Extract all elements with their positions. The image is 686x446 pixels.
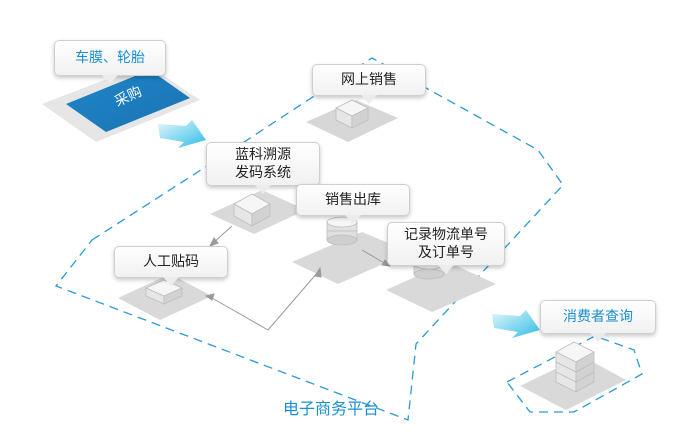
label-consumer-query: 消费者查询 xyxy=(540,300,656,342)
label-online-sales-text: 网上销售 xyxy=(341,72,397,88)
consumer-dashed-outline xyxy=(506,335,643,413)
label-online-sales: 网上销售 xyxy=(312,64,426,104)
label-record-logistics: 记录物流单号 及订单号 xyxy=(387,222,505,274)
label-lanke-system-line1: 蓝科溯源 xyxy=(235,147,291,163)
label-sales-outbound-text: 销售出库 xyxy=(325,192,381,208)
cyan-arrow-icon-consumer xyxy=(492,310,540,338)
database-icon xyxy=(326,216,358,246)
connector-lines xyxy=(204,225,392,331)
label-manual-coding-text: 人工贴码 xyxy=(143,254,199,270)
label-manual-coding: 人工贴码 xyxy=(114,246,228,286)
platform-dashed-outline xyxy=(54,57,564,421)
tile-record-logistics xyxy=(386,262,496,312)
stack-consumer-icon xyxy=(555,341,595,393)
cyan-arrow-icon xyxy=(158,120,206,148)
label-lanke-system-line2: 发码系统 xyxy=(235,165,291,181)
label-record-logistics-line1: 记录物流单号 xyxy=(404,227,488,243)
label-car-film-tire-text: 车膜、轮胎 xyxy=(75,50,145,66)
label-consumer-query-text: 消费者查询 xyxy=(563,309,633,325)
label-record-logistics-line2: 及订单号 xyxy=(418,245,474,261)
tile-sales-outbound xyxy=(292,232,410,284)
cube-lanke-system-icon xyxy=(233,193,271,227)
purchase-tile xyxy=(66,70,190,132)
platform-caption: 电子商务平台 xyxy=(283,399,380,418)
label-sales-outbound: 销售出库 xyxy=(296,184,410,224)
cube-online-sales-icon xyxy=(335,99,369,129)
label-car-film-tire: 车膜、轮胎 xyxy=(54,40,166,84)
label-lanke-system: 蓝科溯源 发码系统 xyxy=(206,142,320,194)
